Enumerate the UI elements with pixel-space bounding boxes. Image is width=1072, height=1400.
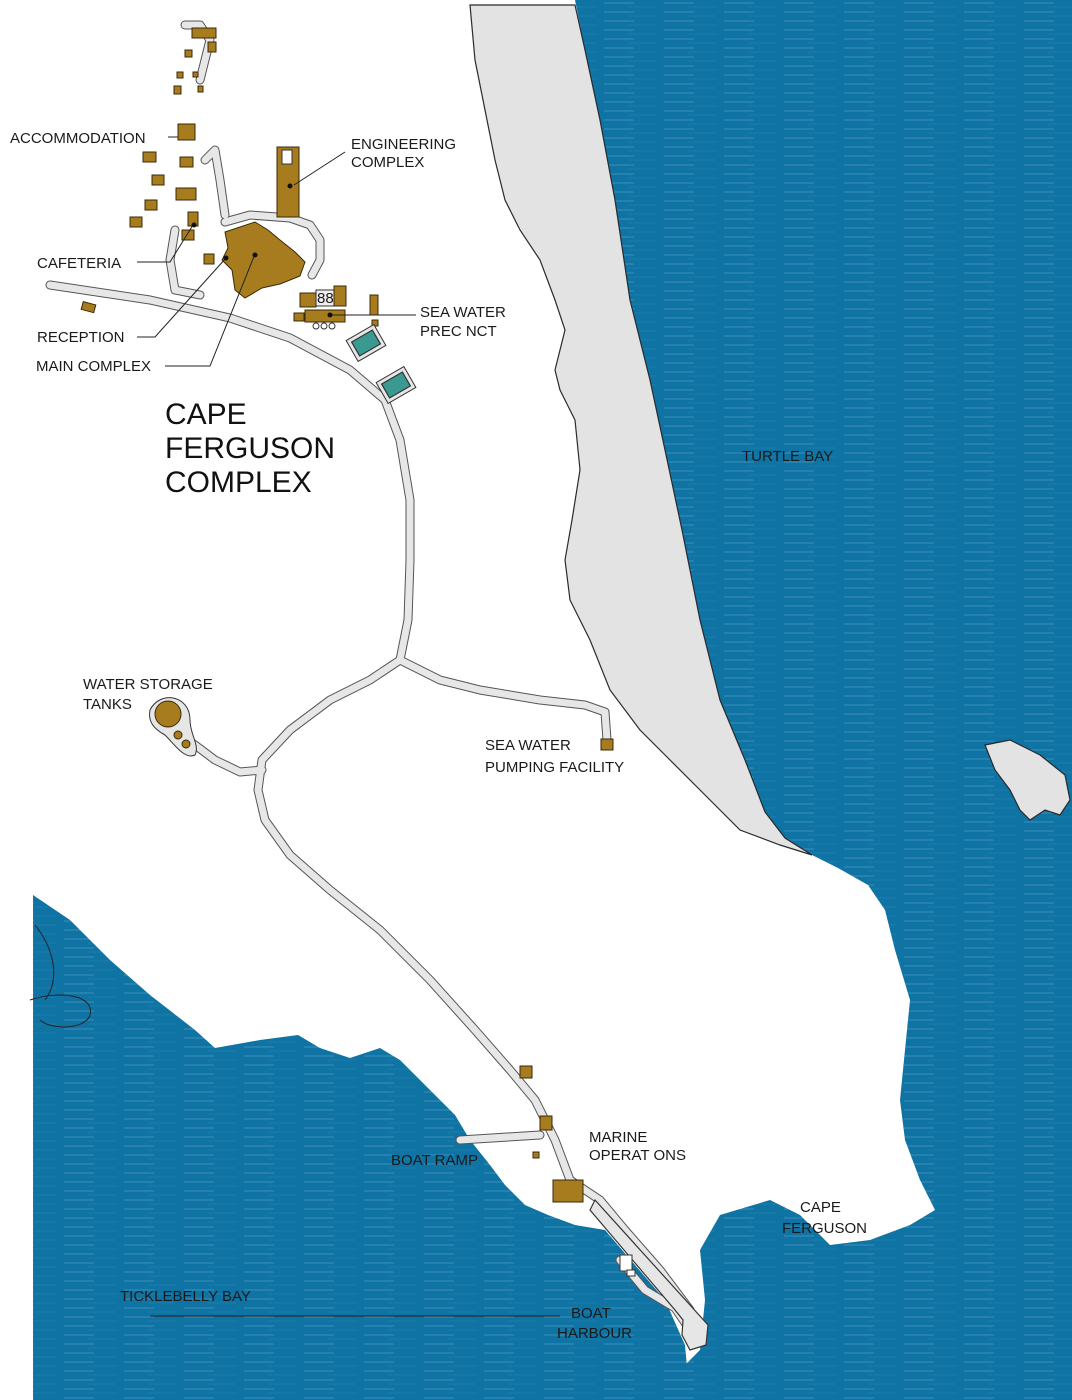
label-water-storage-line2: TANKS [83,696,132,713]
label-ticklebelly-bay: TICKLEBELLY BAY [120,1288,251,1305]
beach-strip [469,4,813,856]
label-accommodation: ACCOMMODATION [10,130,146,147]
label-harbour-line2: HARBOUR [557,1325,632,1342]
map-title-line3: COMPLEX [165,466,312,499]
turtle-bay-water [575,0,1072,1400]
label-building-number: 88 [317,290,334,307]
pumping-facility-building [600,738,614,751]
label-turtle-bay: TURTLE BAY [742,448,833,465]
label-boat-ramp: BOAT RAMP [391,1152,478,1169]
label-marine-line1: MARINE [589,1129,647,1146]
label-sea-water-precinct-line1: SEA WATER [420,304,506,321]
label-harbour-line1: BOAT [571,1305,611,1322]
label-cafeteria: CAFETERIA [37,255,121,272]
ticklebelly-bay-water [33,895,690,1400]
label-engineering-line2: COMPLEX [351,154,424,171]
harbour-jetty [619,1254,633,1272]
label-water-storage-line1: WATER STORAGE [83,676,213,693]
label-engineering-line1: ENGINEERING [351,136,456,153]
sea-water-precinct-buildings [293,285,379,330]
harbour-pontoon [626,1269,636,1277]
label-cape-line1: CAPE [800,1199,841,1216]
road-network [45,20,695,1335]
engineering-complex-buildings [276,146,300,218]
label-marine-line2: OPERAT ONS [589,1147,686,1164]
label-main-complex: MAIN COMPLEX [36,358,151,375]
marine-operations-buildings [519,1065,584,1203]
reception-outbuilding [80,300,97,314]
label-sea-water-precinct-line2: PREC NCT [420,323,497,340]
label-reception: RECEPTION [37,329,125,346]
label-cape-line2: FERGUSON [782,1220,867,1237]
accommodation-buildings [129,27,217,241]
label-pumping-line1: SEA WATER [485,737,571,754]
main-complex-buildings [203,221,306,299]
map-title-line2: FERGUSON [165,432,335,465]
map-title-line1: CAPE [165,398,247,431]
leader-lines [137,136,560,1317]
label-pumping-line2: PUMPING FACILITY [485,759,624,776]
offshore-island [984,739,1071,821]
settlement-ponds [345,323,417,405]
water-storage-tanks [149,697,197,757]
